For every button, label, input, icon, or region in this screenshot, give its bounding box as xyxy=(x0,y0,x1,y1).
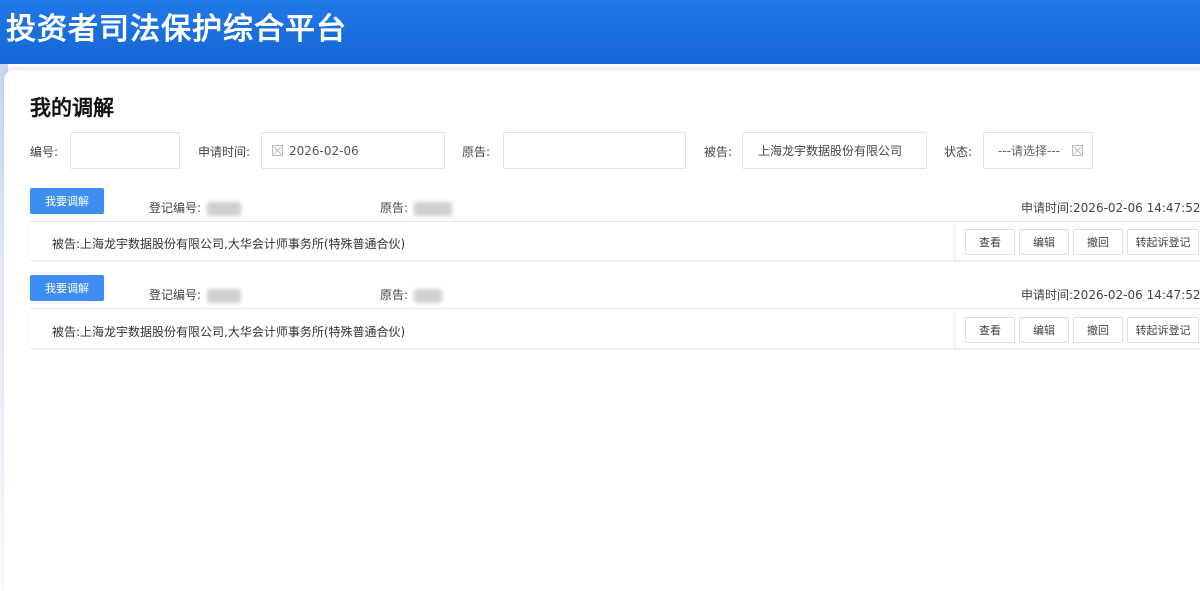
record-body: 被告:上海龙宇数据股份有限公司,大华会计师事务所(特殊普通合伙) 查看 编辑 撤… xyxy=(30,311,1200,349)
edit-button[interactable]: 编辑 xyxy=(1019,317,1069,343)
page-title: 我的调解 xyxy=(30,96,114,120)
redacted-reg-no xyxy=(207,288,242,303)
record-header: 我要调解 登记编号: 原告: 申请时间:2026-02-06 14:47:52 xyxy=(30,273,1200,309)
reg-no-label: 登记编号: xyxy=(149,288,202,302)
apply-time-value: 2026-02-06 xyxy=(289,143,359,158)
plaintiff-label: 原告: xyxy=(380,288,409,302)
top-header: 投资者司法保护综合平台 xyxy=(0,0,1200,64)
apply-time-value: 2026-02-06 14:47:52 xyxy=(1073,288,1200,302)
record-actions: 查看 编辑 撤回 转起诉登记 xyxy=(954,223,1199,261)
defendant-text: 被告:上海龙宇数据股份有限公司,大华会计师事务所(特殊普通合伙) xyxy=(52,237,406,251)
apply-time-label: 申请时间: xyxy=(198,145,251,159)
number-input[interactable] xyxy=(70,132,180,169)
clear-icon[interactable] xyxy=(1071,145,1083,156)
record-body: 被告:上海龙宇数据股份有限公司,大华会计师事务所(特殊普通合伙) 查看 编辑 撤… xyxy=(30,223,1200,261)
record-header: 我要调解 登记编号: 原告: 申请时间:2026-02-06 14:47:52 xyxy=(30,186,1200,222)
edit-button[interactable]: 编辑 xyxy=(1019,229,1069,255)
defendant-label: 被告: xyxy=(704,145,733,159)
apply-time-field: 申请时间:2026-02-06 14:47:52 xyxy=(1021,199,1200,216)
redacted-plaintiff xyxy=(414,201,453,216)
view-button[interactable]: 查看 xyxy=(965,229,1015,255)
reg-no-field: 登记编号: xyxy=(149,199,242,216)
to-lawsuit-button[interactable]: 转起诉登记 xyxy=(1127,229,1199,255)
plaintiff-input[interactable] xyxy=(503,132,686,169)
record-tag[interactable]: 我要调解 xyxy=(30,275,104,301)
plaintiff-field: 原告: xyxy=(380,199,453,216)
redacted-plaintiff xyxy=(414,288,443,303)
status-label: 状态: xyxy=(944,145,973,159)
reg-no-field: 登记编号: xyxy=(149,286,242,303)
withdraw-button[interactable]: 撤回 xyxy=(1073,229,1123,255)
apply-time-input[interactable]: 2026-02-06 xyxy=(261,132,445,169)
number-label: 编号: xyxy=(30,145,59,159)
defendant-input[interactable]: 上海龙宇数据股份有限公司 xyxy=(742,132,927,169)
apply-time-label: 申请时间: xyxy=(1021,288,1074,302)
status-select[interactable]: ---请选择--- xyxy=(983,132,1093,169)
calendar-clear-icon[interactable] xyxy=(272,145,283,156)
to-lawsuit-button[interactable]: 转起诉登记 xyxy=(1127,317,1199,343)
view-button[interactable]: 查看 xyxy=(965,317,1015,343)
withdraw-button[interactable]: 撤回 xyxy=(1073,317,1123,343)
apply-time-value: 2026-02-06 14:47:52 xyxy=(1073,201,1200,215)
redacted-reg-no xyxy=(207,201,242,216)
plaintiff-label: 原告: xyxy=(380,201,409,215)
plaintiff-field: 原告: xyxy=(380,286,443,303)
app-title: 投资者司法保护综合平台 xyxy=(6,12,347,47)
status-value: ---请选择--- xyxy=(998,144,1060,158)
plaintiff-label: 原告: xyxy=(462,145,491,159)
defendant-text: 被告:上海龙宇数据股份有限公司,大华会计师事务所(特殊普通合伙) xyxy=(52,325,406,339)
record-actions: 查看 编辑 撤回 转起诉登记 xyxy=(954,311,1199,349)
record-tag[interactable]: 我要调解 xyxy=(30,188,104,214)
reg-no-label: 登记编号: xyxy=(149,201,202,215)
apply-time-field: 申请时间:2026-02-06 14:47:52 xyxy=(1021,286,1200,303)
apply-time-label: 申请时间: xyxy=(1021,201,1074,215)
